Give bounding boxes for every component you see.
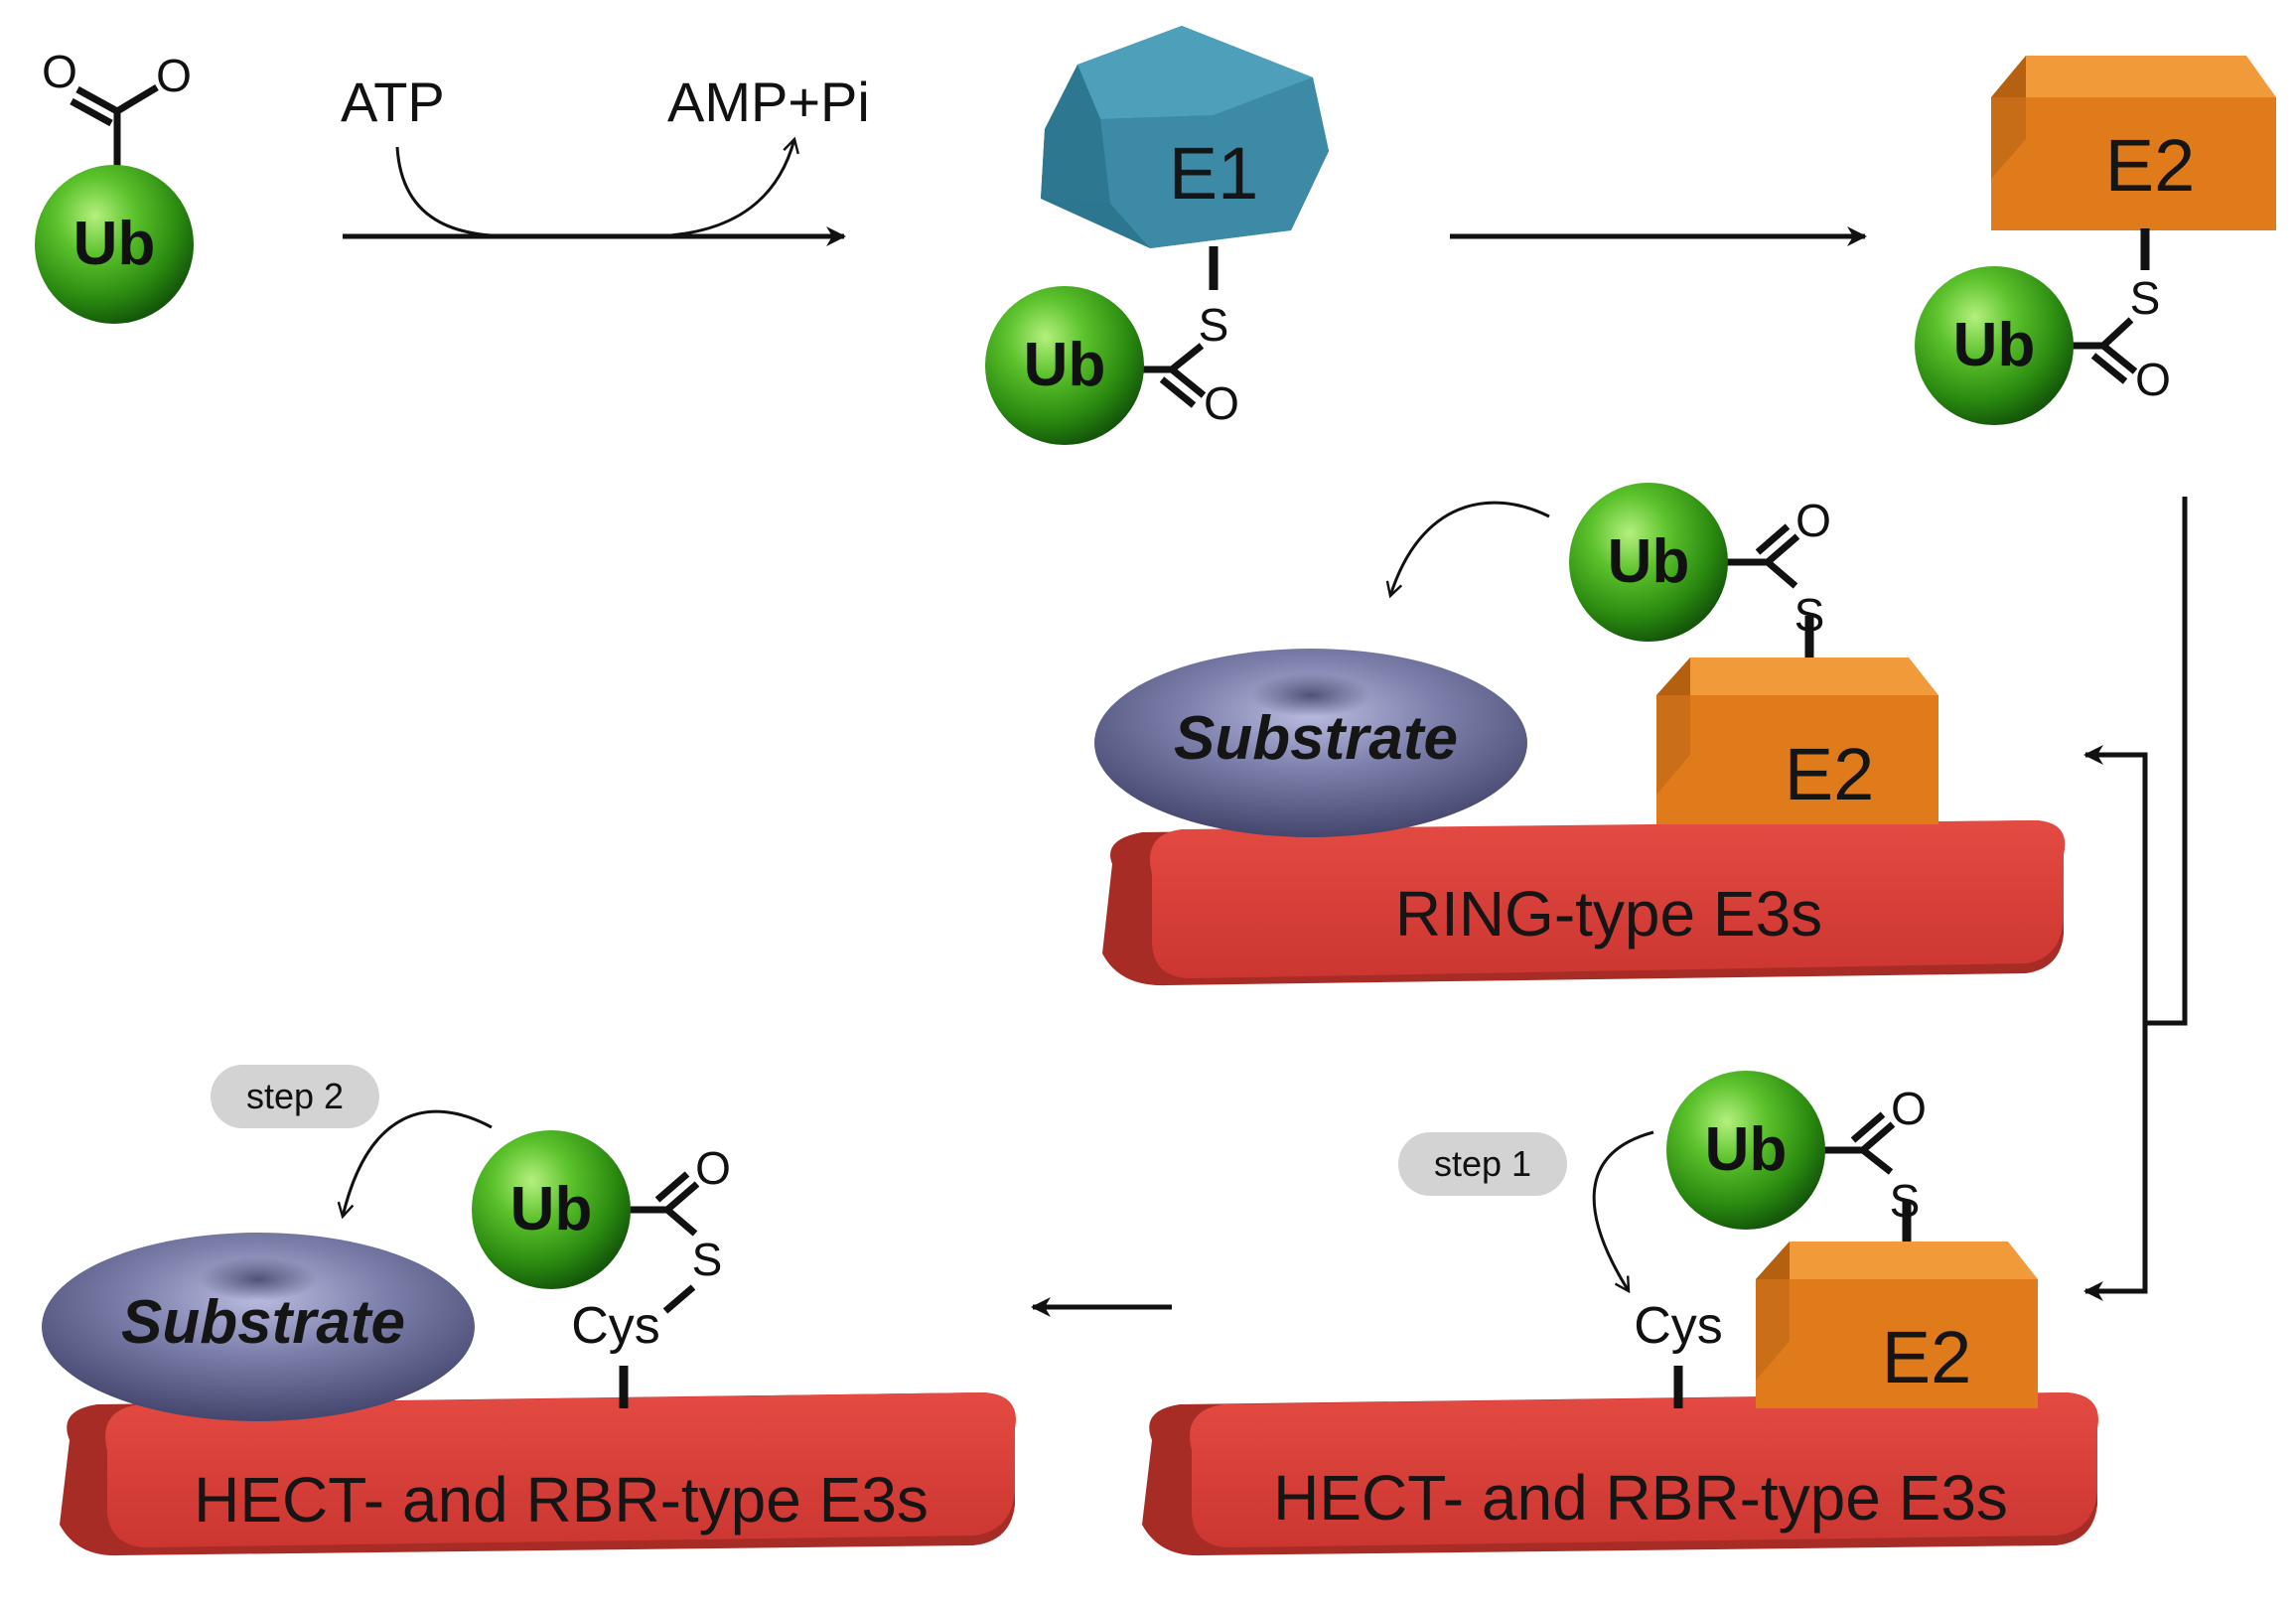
e2-label: E2 [2105,124,2196,207]
branch-connector [2083,497,2188,1301]
ub-label: Ub [510,1175,593,1243]
e2-label: E2 [1785,733,1875,815]
sulfur-atom: S [1794,589,1825,641]
e2-enzyme-top: E2 S O Ub [1915,56,2276,425]
carbonyl-double-bond-2 [1159,376,1197,408]
activation-arrow: ATP AMP+Pi [341,71,870,246]
substrate-disc-icon [42,1233,475,1421]
e2-block-icon [1656,658,1938,695]
step1-badge [1398,1132,1567,1196]
sulfur-atom: S [1890,1175,1921,1227]
step2-label: step 2 [246,1076,344,1116]
ub-label: Ub [1608,527,1690,596]
hect-e3-label: HECT- and RBR-type E3s [194,1464,929,1536]
substrate-disc-icon [1094,649,1527,837]
step1-label: step 1 [1434,1143,1531,1184]
sulfur-atom: S [692,1234,723,1285]
carbonyl-double-bond [1169,366,1207,398]
carbonyl-double-bond [1765,533,1800,565]
ub-label: Ub [1953,311,2036,379]
s-c-bond [2100,317,2134,349]
hect-e3-label: HECT- and RBR-type E3s [1273,1462,2008,1534]
cys-label: Cys [571,1297,660,1355]
s-c-bond [1860,1147,1894,1175]
branch-arrow-hect [2083,755,2148,1301]
oxygen-atom: O [1891,1083,1927,1134]
oxygen-atom: O [2135,354,2171,405]
branch-arrow-ring [2083,745,2148,1023]
sulfur-atom: S [1199,299,1229,351]
oxygen-atom: O [42,46,77,97]
carbonyl-double-bond [664,1181,700,1213]
s-c-bond [664,1207,698,1237]
amp-pi-label: AMP+Pi [667,71,870,133]
carbonyl-double-bond [1860,1121,1896,1153]
ring-e3-label: RING-type E3s [1395,878,1822,950]
carbonyl-double-bond-2 [654,1171,690,1203]
s-c-bond [1169,343,1205,372]
carbonyl-double-bond-2 [1850,1111,1886,1143]
atp-label: ATP [341,71,445,133]
carbonyl-double-bond-2 [1755,523,1791,555]
carbonyl-double-bond-2 [70,97,113,127]
e1-enzyme: E1 S O Ub [985,26,1329,445]
cys-label: Cys [1634,1297,1723,1355]
oxygen-atom: O [1204,377,1239,429]
substrate-label: Substrate [121,1288,405,1357]
carbonyl-double-bond-2 [2090,353,2128,384]
carbonyl-double-bond [75,85,119,115]
transfer-curve-arrow [337,1109,493,1220]
oxygen-atom: O [156,50,192,101]
hect-e3-complex-step1: HECT- and RBR-type E3s E2 S O Ub Cys ste… [1142,1071,2098,1556]
transfer-curve-arrow [1385,501,1550,599]
atp-cofactor-arc [395,136,799,238]
carbonyl-double-bond [2100,343,2138,374]
step2-badge [211,1065,379,1128]
e1-label: E1 [1169,132,1259,215]
sulfur-atom: S [2130,272,2161,324]
hydroxyl-bond [115,83,159,115]
transfer-curve-arrow [1592,1130,1654,1294]
substrate-label: Substrate [1174,704,1458,773]
oxygen-atom: O [1795,495,1831,546]
free-ubiquitin: O O Ub [35,46,194,324]
s-c-bond [1765,559,1798,589]
e2-block-icon [1991,56,2276,97]
oxygen-atom: O [695,1142,731,1194]
e2-block-icon [1756,1242,2038,1279]
hect-e3-complex-step2: HECT- and RBR-type E3s Substrate Cys S O… [42,1065,1016,1556]
e2-label: E2 [1882,1316,1972,1398]
ub-label: Ub [1705,1115,1788,1184]
ub-label: Ub [1024,331,1106,399]
ring-e3-complex: RING-type E3s Substrate E2 S O Ub [1094,483,2066,986]
ub-label: Ub [73,210,156,278]
cys-s-bond [662,1284,696,1314]
